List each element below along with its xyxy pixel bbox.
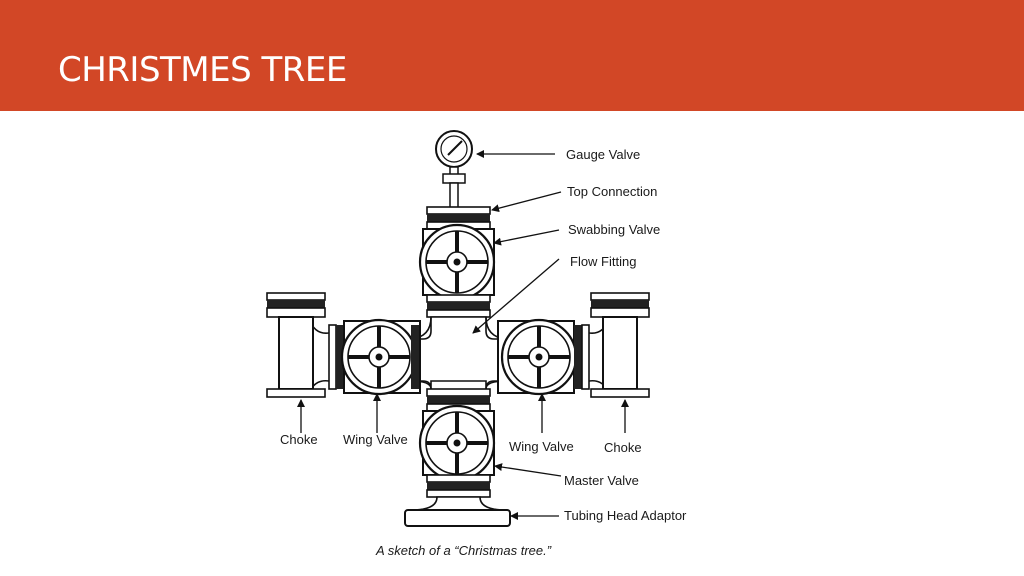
- label-tubing-head-adaptor: Tubing Head Adaptor: [564, 508, 687, 523]
- label-master-valve: Master Valve: [564, 473, 639, 488]
- tubing-head-adaptor: [404, 496, 511, 527]
- label-swabbing-valve: Swabbing Valve: [568, 222, 660, 237]
- leader-lines: [297, 150, 629, 520]
- label-gauge-valve: Gauge Valve: [566, 147, 640, 162]
- left-wing-valve: [328, 318, 421, 396]
- right-choke: [588, 292, 650, 398]
- christmas-tree-sketch: Gauge Valve Top Connection Swabbing Valv…: [266, 130, 687, 558]
- master-valve-lower-flange: [426, 474, 491, 498]
- swabbing-valve: [418, 223, 496, 301]
- title-banner: CHRISTMES TREE: [0, 0, 1024, 111]
- master-valve: [418, 404, 496, 482]
- slide-title: CHRISTMES TREE: [58, 50, 347, 90]
- upper-spool-flange: [426, 294, 491, 318]
- label-wing-valve-left: Wing Valve: [343, 432, 408, 447]
- figure-caption: A sketch of a “Christmas tree.”: [375, 543, 552, 558]
- label-top-connection: Top Connection: [567, 184, 657, 199]
- label-choke-right: Choke: [604, 440, 642, 455]
- left-choke: [266, 292, 330, 398]
- right-wing-valve: [497, 318, 590, 396]
- label-flow-fitting: Flow Fitting: [570, 254, 636, 269]
- flow-fitting-cross: [410, 316, 507, 390]
- christmas-tree-figure: Gauge Valve Top Connection Swabbing Valv…: [205, 111, 768, 576]
- gauge: [435, 130, 473, 210]
- label-wing-valve-right: Wing Valve: [509, 439, 574, 454]
- label-choke-left: Choke: [280, 432, 318, 447]
